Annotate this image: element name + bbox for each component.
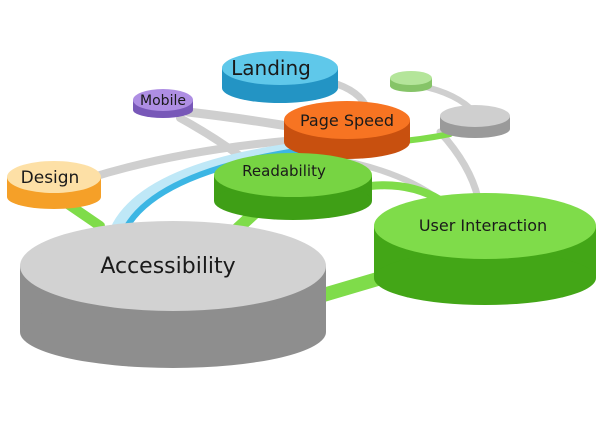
connector-mobile-pagespeed (183, 107, 305, 133)
node-accessibility-label: Accessibility (100, 254, 235, 279)
node-user-interaction-label: User Interaction (419, 216, 547, 235)
node-readability-label: Readability (242, 162, 326, 180)
node-design-label: Design (21, 168, 80, 188)
node-landing: Landing (222, 51, 338, 103)
node-page-speed-label: Page Speed (300, 111, 394, 130)
node-readability: Readability (214, 153, 372, 220)
node-page-speed: Page Speed (284, 101, 410, 159)
connector-blue-outer (112, 142, 306, 232)
node-mobile-label: Mobile (140, 93, 186, 109)
node-landing-label: Landing (231, 56, 311, 80)
node-design: Design (7, 161, 101, 209)
gray-node (440, 105, 510, 138)
connector-gray-userinteraction (436, 128, 482, 202)
node-mobile: Mobile (133, 89, 193, 118)
light-green-node (390, 71, 432, 92)
connector-design-pagespeed (86, 136, 300, 182)
node-accessibility: Accessibility (20, 221, 326, 368)
node-user-interaction: User Interaction (374, 193, 596, 305)
